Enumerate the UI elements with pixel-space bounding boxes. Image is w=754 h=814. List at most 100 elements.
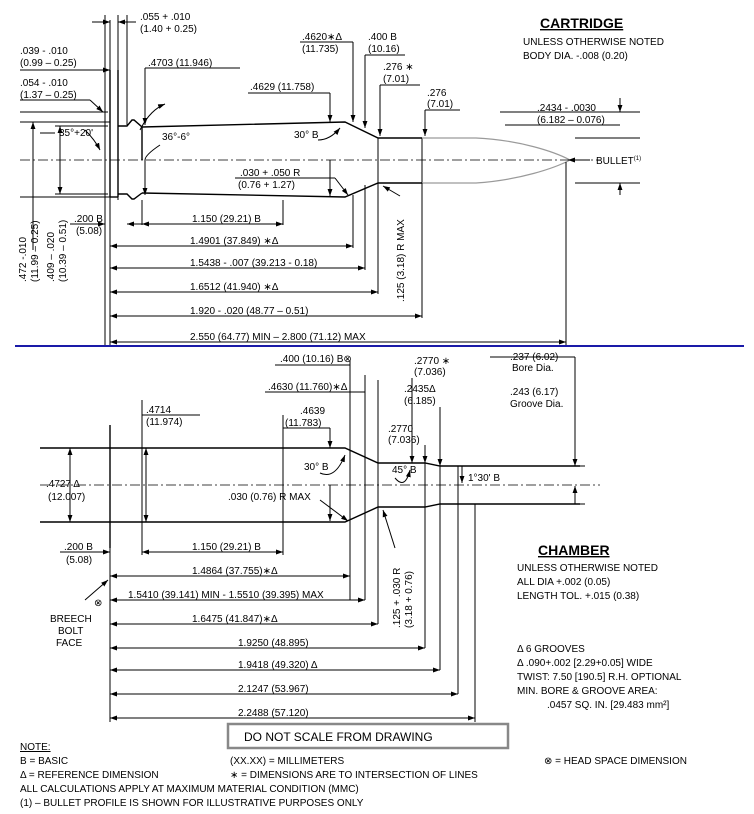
dim-237: .237 (6.02): [510, 352, 558, 363]
radius-030-max: .030 (0.76) R MAX: [228, 492, 311, 503]
len-15438: 1.5438 - .007 (39.213 - 0.18): [190, 258, 317, 269]
dim-400-ch: .400 (10.16) B⊗: [280, 354, 352, 365]
cartridge-bullet-label: BULLET(1): [596, 156, 641, 167]
cartridge-title: CARTRIDGE: [540, 15, 623, 31]
dim-4727: .4727 Δ: [46, 479, 80, 490]
dim-054-mm: (1.37 – 0.25): [20, 90, 77, 101]
dim-4714-mm: (11.974): [146, 417, 183, 428]
dim-409: .409 – .020: [46, 232, 57, 282]
breech-label-1: BREECH: [50, 614, 92, 625]
dim-200-b-mm: (5.08): [76, 226, 102, 237]
len-1150-ch: 1.150 (29.21) B: [192, 542, 261, 553]
chamber-dimension-lines: [60, 356, 578, 721]
bore-dia: Bore Dia.: [512, 363, 554, 374]
cartridge-note-2: BODY DIA. -.008 (0.20): [523, 51, 628, 62]
legend-star: ∗ = DIMENSIONS ARE TO INTERSECTION OF LI…: [230, 770, 478, 781]
angle-30-b-ch: 30° B: [304, 462, 329, 473]
len-15410: 1.5410 (39.141) MIN - 1.5510 (39.395) MA…: [128, 590, 324, 601]
dim-039: .039 - .010: [20, 46, 68, 57]
len-14864: 1.4864 (37.755)∗Δ: [192, 566, 278, 577]
dim-276-a: .276 ∗: [383, 62, 414, 73]
dim-4714: .4714: [146, 405, 171, 416]
dim-276-a-mm: (7.01): [383, 74, 409, 85]
radius-125-max: .125 (3.18) R MAX: [396, 219, 407, 302]
dim-054: .054 - .010: [20, 78, 68, 89]
legend-basic: B = BASIC: [20, 756, 68, 767]
dim-2770-a-mm: (7.036): [414, 367, 446, 378]
chamber-grooves: Δ 6 GROOVES: [517, 644, 585, 655]
do-not-scale-box: [226, 722, 510, 750]
len-16512: 1.6512 (41.940) ∗Δ: [190, 282, 279, 293]
chamber-note-1: UNLESS OTHERWISE NOTED: [517, 563, 658, 574]
angle-36: 36°-6°: [162, 132, 190, 143]
chamber-outline: [40, 425, 600, 548]
len-21247: 2.1247 (53.967): [238, 684, 309, 695]
dim-200-b-ch-mm: (5.08): [66, 555, 92, 566]
dim-2434-mm: (6.182 – 0.076): [537, 115, 605, 126]
legend-mmc: ALL CALCULATIONS APPLY AT MAXIMUM MATERI…: [20, 784, 359, 795]
angle-30-b: 30° B: [294, 130, 319, 141]
chamber-note-2: ALL DIA +.002 (0.05): [517, 577, 610, 588]
dim-4629: .4629 (11.758): [250, 82, 314, 93]
dim-4727-mm: (12.007): [48, 492, 85, 503]
len-1920: 1.920 - .020 (48.77 – 0.51): [190, 306, 308, 317]
chamber-min-area: MIN. BORE & GROOVE AREA:: [517, 686, 658, 697]
radius-030: .030 + .050 R: [240, 168, 300, 179]
dim-200-b-ch: .200 B: [64, 542, 93, 553]
chamber-note-3: LENGTH TOL. +.015 (0.38): [517, 591, 639, 602]
dim-409-mm: (10.39 – 0.51): [58, 220, 69, 282]
dim-2435: .2435Δ: [404, 384, 436, 395]
dim-4639: .4639: [300, 406, 325, 417]
dim-2770-a: .2770 ∗: [414, 356, 450, 367]
angle-35: 35°+20': [59, 128, 93, 139]
dim-4620-mm: (11.735): [302, 44, 339, 55]
len-2550: 2.550 (64.77) MIN – 2.800 (71.12) MAX: [190, 332, 366, 343]
legend-note: NOTE:: [20, 742, 51, 753]
legend: NOTE: B = BASIC (XX.XX) = MILLIMETERS Δ …: [20, 742, 687, 809]
dim-472-mm: (11.99 – 0.25): [30, 220, 41, 282]
len-1150: 1.150 (29.21) B: [192, 214, 261, 225]
radius-125-mm: (3.18 + 0.76): [404, 571, 415, 628]
dim-055-mm: (1.40 + 0.25): [140, 24, 197, 35]
dim-2435-mm: (6.185): [404, 396, 436, 407]
dim-200-b: .200 B: [74, 214, 103, 225]
chamber-extension-lines: [40, 360, 585, 722]
len-19250: 1.9250 (48.895): [238, 638, 309, 649]
chamber-twist: TWIST: 7.50 [190.5] R.H. OPTIONAL: [517, 672, 682, 683]
radius-030-mm: (0.76 + 1.27): [238, 180, 295, 191]
len-14901: 1.4901 (37.849) ∗Δ: [190, 236, 279, 247]
legend-ref: Δ = REFERENCE DIMENSION: [20, 770, 159, 781]
angle-45-b: 45° B: [392, 465, 417, 476]
chamber-title: CHAMBER: [538, 542, 610, 558]
dim-4630: .4630 (11.760)∗Δ: [268, 382, 348, 393]
dim-2770-b: .2770: [388, 424, 413, 435]
cartridge-dimension-lines: [20, 19, 623, 345]
dim-276-b: .276: [427, 88, 447, 99]
cartridge-view: CARTRIDGE UNLESS OTHERWISE NOTED BODY DI…: [18, 12, 664, 345]
dim-4703: .4703 (11.946): [148, 58, 212, 69]
len-19418: 1.9418 (49.320) Δ: [238, 660, 318, 671]
chamber-min-area-value: .0457 SQ. IN. [29.483 mm²]: [547, 700, 669, 711]
do-not-scale-text: DO NOT SCALE FROM DRAWING: [244, 730, 433, 744]
dim-276-b-mm: (7.01): [427, 99, 453, 110]
breech-label-3: FACE: [56, 638, 82, 649]
dim-4620: .4620∗Δ: [302, 32, 342, 43]
legend-head: ⊗ = HEAD SPACE DIMENSION: [544, 756, 687, 767]
len-22488: 2.2488 (57.120): [238, 708, 309, 719]
angle-130-b: 1°30' B: [468, 473, 500, 484]
breech-label-2: BOLT: [58, 626, 83, 637]
dim-400-b-mm: (10.16): [368, 44, 400, 55]
dim-400-b: .400 B: [368, 32, 397, 43]
dim-472: .472 -.010: [18, 237, 29, 282]
dim-039-mm: (0.99 – 0.25): [20, 58, 77, 69]
len-16475: 1.6475 (41.847)∗Δ: [192, 614, 278, 625]
dim-055: .055 + .010: [140, 12, 191, 23]
chamber-groove-width: Δ .090+.002 [2.29+0.05] WIDE: [517, 658, 653, 669]
legend-mm: (XX.XX) = MILLIMETERS: [230, 756, 345, 767]
dim-2770-b-mm: (7.036): [388, 435, 420, 446]
cartridge-note-1: UNLESS OTHERWISE NOTED: [523, 37, 664, 48]
chamber-view: CHAMBER UNLESS OTHERWISE NOTED ALL DIA +…: [40, 352, 682, 722]
dim-4639-mm: (11.783): [285, 418, 322, 429]
head-space-symbol: ⊗: [94, 598, 102, 609]
